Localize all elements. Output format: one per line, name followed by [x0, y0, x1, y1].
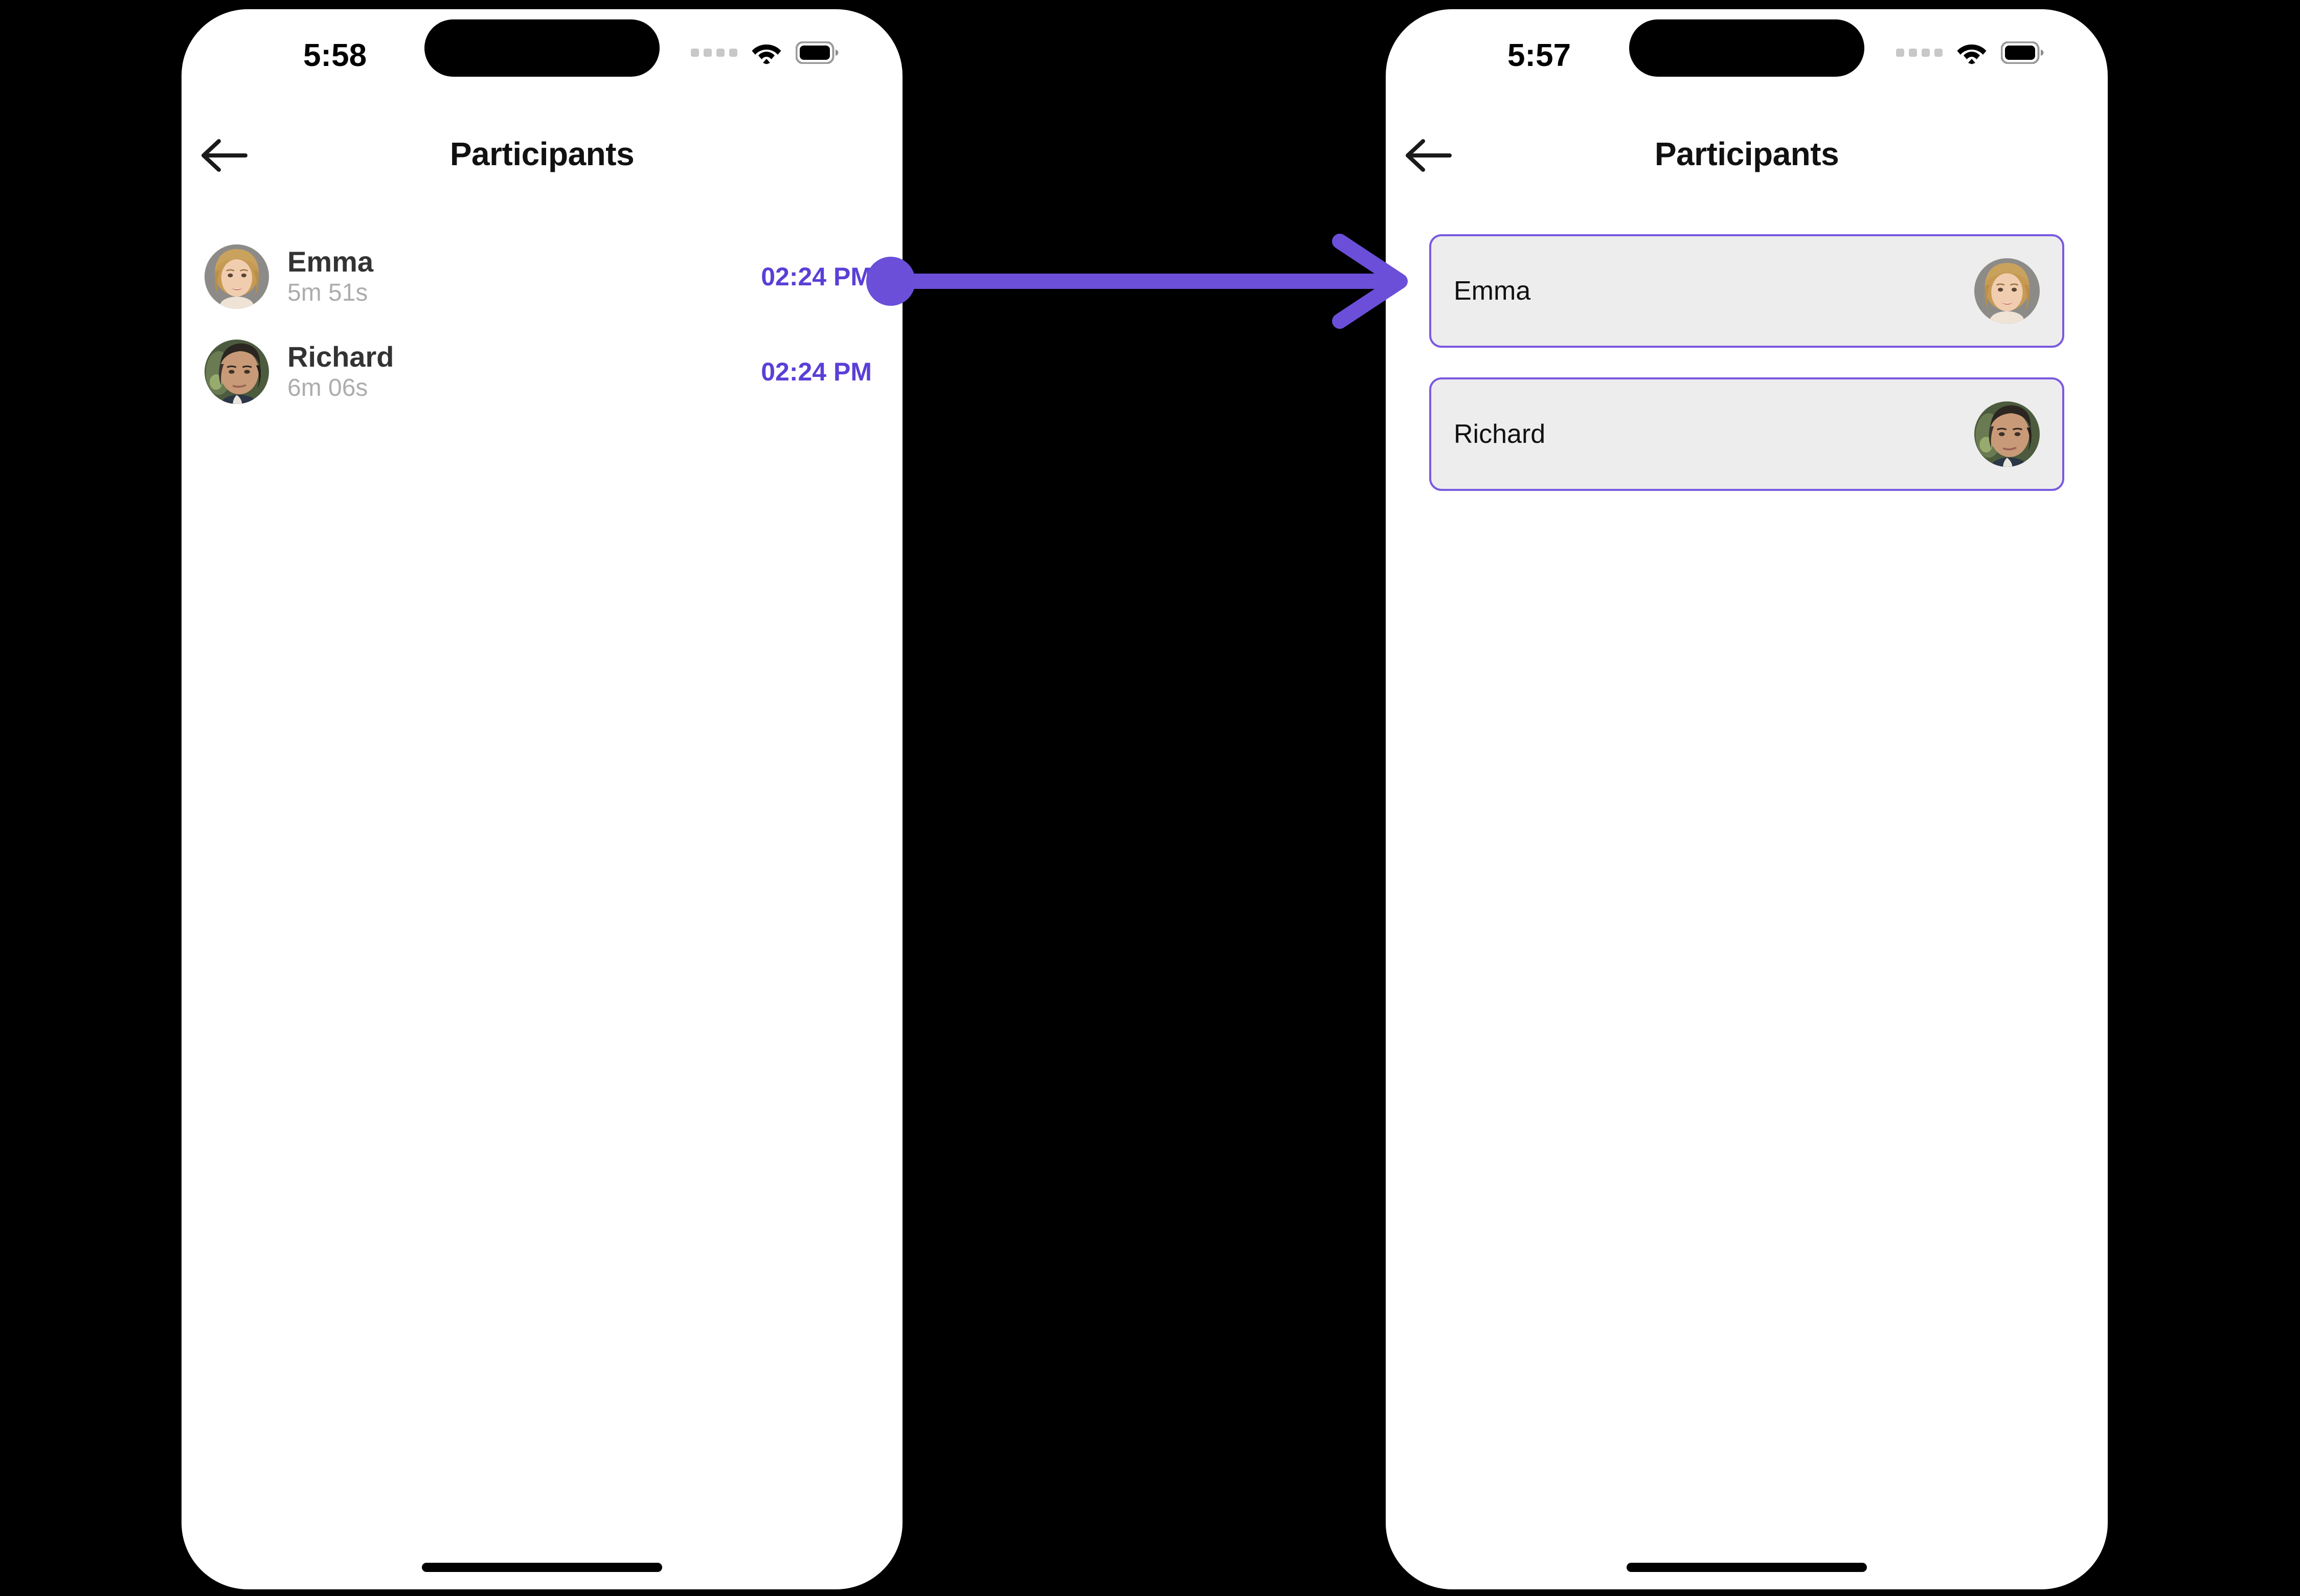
battery-icon — [2001, 41, 2044, 64]
participant-timestamp: 02:24 PM — [761, 262, 872, 291]
avatar-richard-image — [1974, 401, 2040, 467]
status-bar: 5:58 — [182, 9, 903, 99]
phone-screen-before: 5:58 — [182, 9, 903, 1589]
status-time: 5:58 — [303, 38, 367, 73]
status-indicators — [691, 41, 839, 64]
participants-card-list: Emma — [1386, 234, 2108, 521]
phone-screen-after: 5:57 — [1386, 9, 2108, 1589]
page-title: Participants — [449, 136, 635, 172]
avatar-emma-image — [1974, 258, 2040, 324]
wifi-icon — [1956, 41, 1988, 64]
back-arrow-icon[interactable] — [1399, 132, 1455, 179]
avatar-emma-image — [205, 244, 269, 309]
participant-name: Richard — [1454, 419, 1546, 449]
status-bar: 5:57 — [1386, 9, 2108, 99]
participant-info: Emma 5m 51s — [287, 247, 761, 306]
status-time: 5:57 — [1507, 38, 1571, 73]
participant-name: Emma — [287, 245, 374, 278]
annotation-arrow-icon — [866, 234, 1408, 329]
participants-list: Emma 5m 51s 02:24 PM — [182, 229, 903, 419]
back-arrow-icon[interactable] — [194, 132, 251, 179]
participant-row[interactable]: Richard 6m 06s 02:24 PM — [182, 324, 903, 419]
avatar — [205, 244, 269, 309]
participant-duration: 6m 06s — [287, 374, 368, 402]
participant-card[interactable]: Richard — [1429, 377, 2064, 491]
battery-icon — [796, 41, 839, 64]
signal-dots-icon — [691, 49, 737, 57]
nav-bar: Participants — [1386, 127, 2108, 188]
signal-dots-icon — [1896, 49, 1943, 57]
wifi-icon — [751, 41, 782, 64]
participant-name: Richard — [287, 341, 394, 373]
avatar — [1974, 401, 2040, 467]
home-indicator — [422, 1563, 662, 1572]
page-title: Participants — [1654, 136, 1839, 172]
avatar — [205, 340, 269, 404]
home-indicator — [1627, 1563, 1867, 1572]
avatar-richard-image — [205, 340, 269, 404]
dynamic-island — [424, 19, 660, 77]
nav-bar: Participants — [182, 127, 903, 188]
participant-row[interactable]: Emma 5m 51s 02:24 PM — [182, 229, 903, 324]
participant-timestamp: 02:24 PM — [761, 357, 872, 386]
participant-duration: 5m 51s — [287, 279, 368, 307]
participant-name: Emma — [1454, 276, 1531, 306]
participant-card[interactable]: Emma — [1429, 234, 2064, 348]
dynamic-island — [1629, 19, 1864, 77]
status-indicators — [1896, 41, 2044, 64]
participant-info: Richard 6m 06s — [287, 342, 761, 401]
avatar — [1974, 258, 2040, 324]
